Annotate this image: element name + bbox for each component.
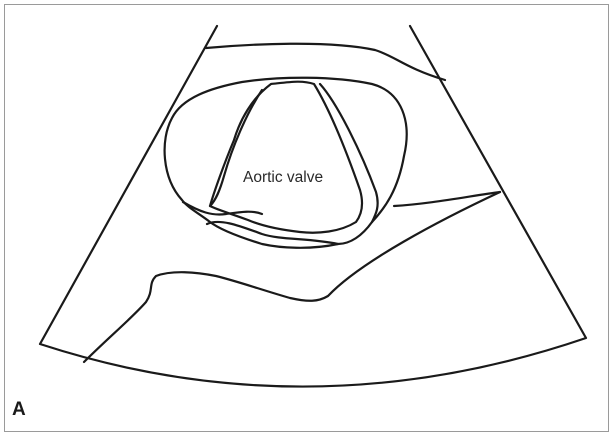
aortic-valve-label: Aortic valve	[243, 169, 323, 186]
aortic-root-outline	[165, 78, 407, 248]
panel-letter: A	[12, 400, 26, 419]
left-cusp-edge	[210, 90, 262, 206]
sector-outline	[40, 26, 586, 387]
lower-tissue-boundary	[84, 192, 500, 362]
aortic-valve-outline	[210, 82, 362, 233]
upper-tissue-boundary	[206, 44, 445, 80]
chamber-wall-right	[320, 84, 378, 222]
posterior-wall-band	[183, 202, 338, 244]
